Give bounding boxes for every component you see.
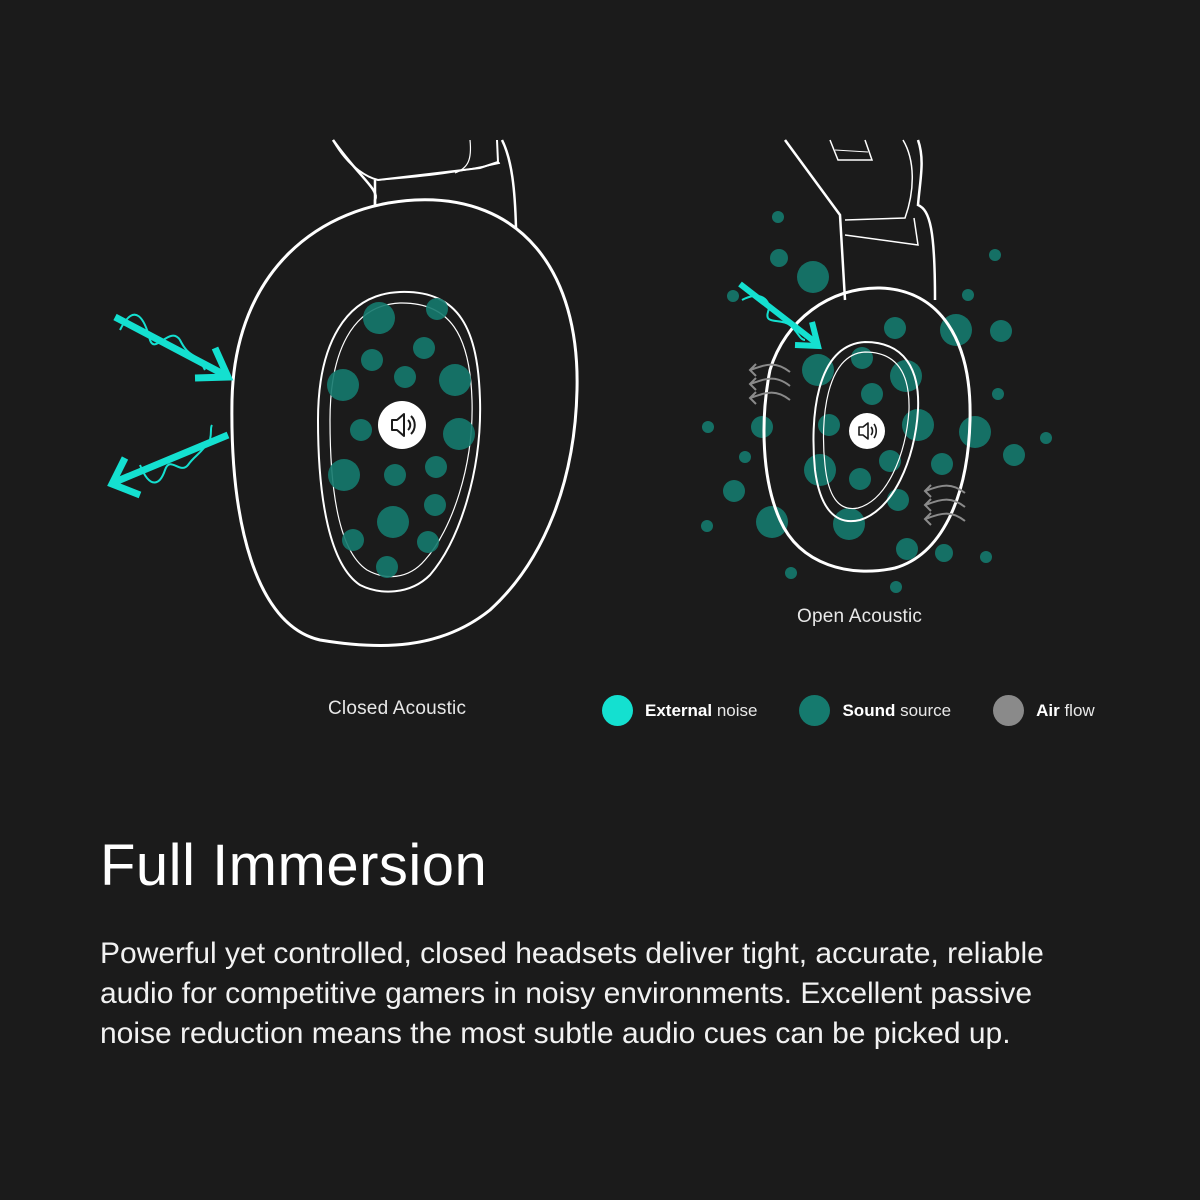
closed-acoustic-caption: Closed Acoustic xyxy=(328,698,467,719)
open-sound-dots xyxy=(701,211,1052,593)
air-flow-swatch-icon xyxy=(993,695,1025,726)
open-speaker-icon xyxy=(849,413,885,449)
page-title: Full Immersion xyxy=(100,833,488,898)
air-flow-left-icon xyxy=(748,363,791,405)
legend: External noise Sound source Air flow xyxy=(602,695,1095,726)
closed-headset-diagram xyxy=(107,139,579,648)
sound-source-swatch-icon xyxy=(799,695,831,726)
external-noise-incoming-arrow xyxy=(113,313,234,382)
air-flow-right-icon xyxy=(923,484,966,526)
closed-sound-dots xyxy=(327,298,475,578)
external-noise-swatch-icon xyxy=(602,695,633,726)
body-paragraph: Powerful yet controlled, closed headsets… xyxy=(100,937,1044,1050)
closed-speaker-icon xyxy=(378,401,426,449)
legend-sound-source: Sound source xyxy=(799,695,951,726)
open-headset-diagram xyxy=(701,139,1052,593)
legend-external-noise: External noise xyxy=(602,695,757,726)
external-noise-outgoing-arrow xyxy=(107,424,230,499)
acoustic-illustration xyxy=(107,139,1052,648)
open-acoustic-caption: Open Acoustic xyxy=(797,606,923,627)
open-external-noise-arrow xyxy=(738,281,822,350)
legend-air-flow: Air flow xyxy=(993,695,1095,726)
